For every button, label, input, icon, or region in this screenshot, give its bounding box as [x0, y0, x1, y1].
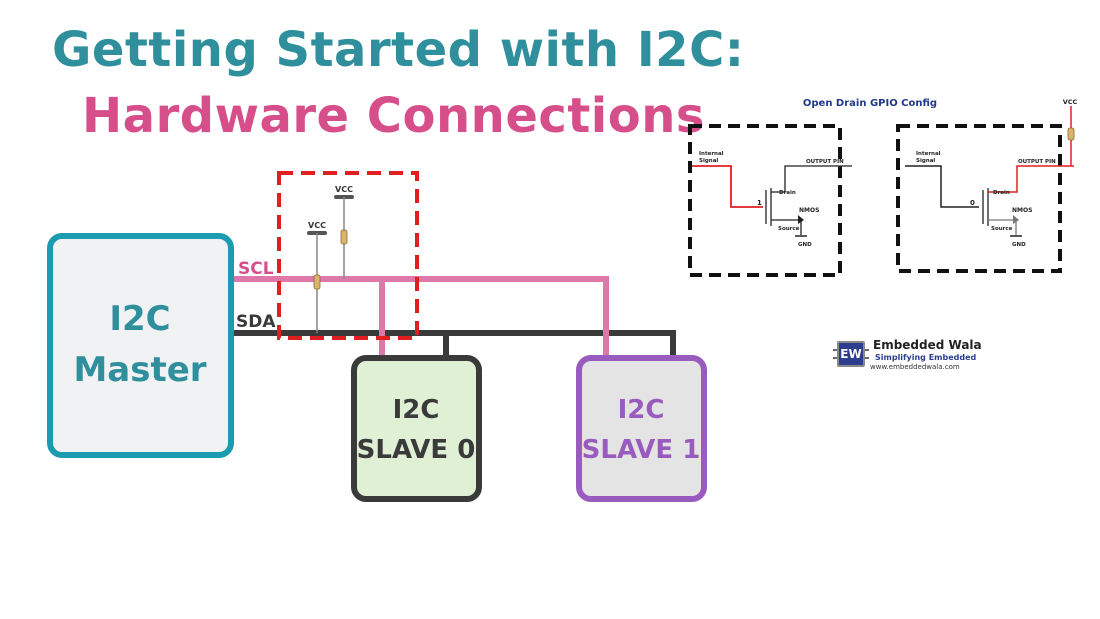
gpio-right-drain-label: Drain — [993, 190, 1010, 196]
embedded-wala-logo: EW Embedded Wala Simplifying Embedded ww… — [833, 336, 985, 376]
gpio-right-input-label-1: Internal — [916, 151, 941, 157]
gpio-right-input-label-2: Signal — [916, 158, 935, 164]
gpio-right-gnd-label: GND — [1012, 242, 1026, 248]
gpio-right-output-label: OUTPUT PIN — [1018, 159, 1056, 165]
scl-label: SCL — [238, 259, 274, 279]
master-label-line-1: I2C — [109, 299, 170, 339]
page-title-line-2: Hardware Connections — [82, 88, 705, 144]
slave-0-label-line-2: SLAVE 0 — [357, 435, 476, 465]
i2c-slave-0-box: I2C SLAVE 0 — [351, 355, 482, 502]
vcc-label-left: VCC — [308, 221, 326, 230]
logo-url: www.embeddedwala.com — [870, 363, 960, 371]
slave-1-label-line-2: SLAVE 1 — [582, 435, 701, 465]
gpio-left-source-label: Source — [778, 226, 800, 232]
logo-tagline: Simplifying Embedded — [875, 353, 977, 362]
gpio-left-gnd-label: GND — [798, 242, 812, 248]
gpio-right-source-label: Source — [991, 226, 1013, 232]
gpio-left-drain-label: Drain — [779, 190, 796, 196]
pullup-resistors: VCC VCC — [277, 171, 419, 340]
gpio-config-title: Open Drain GPIO Config — [803, 98, 937, 109]
i2c-slave-1-box: I2C SLAVE 1 — [576, 355, 707, 502]
sda-label: SDA — [236, 312, 276, 332]
gpio-left-input-label-1: Internal — [699, 151, 724, 157]
gpio-right-vcc-label: VCC — [1063, 98, 1078, 106]
gpio-right-value: 0 — [970, 199, 975, 207]
pullup-resistor-scl — [340, 229, 348, 245]
gpio-right-pullup-resistor — [1067, 127, 1075, 141]
slave-1-label-line-1: I2C — [618, 395, 665, 425]
pullup-resistor-sda — [313, 274, 321, 290]
vcc-label-right: VCC — [335, 185, 353, 194]
gpio-right-nmos-label: NMOS — [1012, 207, 1032, 214]
scl-bus — [232, 276, 609, 360]
logo-name: Embedded Wala — [873, 338, 982, 352]
gpio-left-output-label: OUTPUT PIN — [806, 159, 844, 165]
gpio-panel-low: Internal Signal 0 VCC Drain NMOS Source … — [896, 98, 1078, 273]
slave-0-label-line-1: I2C — [393, 395, 440, 425]
i2c-master-box: I2C Master — [47, 233, 234, 458]
page-title-line-1: Getting Started with I2C: — [52, 22, 745, 78]
gpio-left-nmos-label: NMOS — [799, 207, 819, 214]
gpio-left-value: 1 — [757, 199, 762, 207]
chip-icon: EW — [833, 341, 869, 367]
gpio-left-input-label-2: Signal — [699, 158, 718, 164]
master-label-line-2: Master — [73, 350, 206, 390]
gpio-panel-high: Internal Signal 1 Drain NMOS Source GND … — [688, 124, 852, 277]
